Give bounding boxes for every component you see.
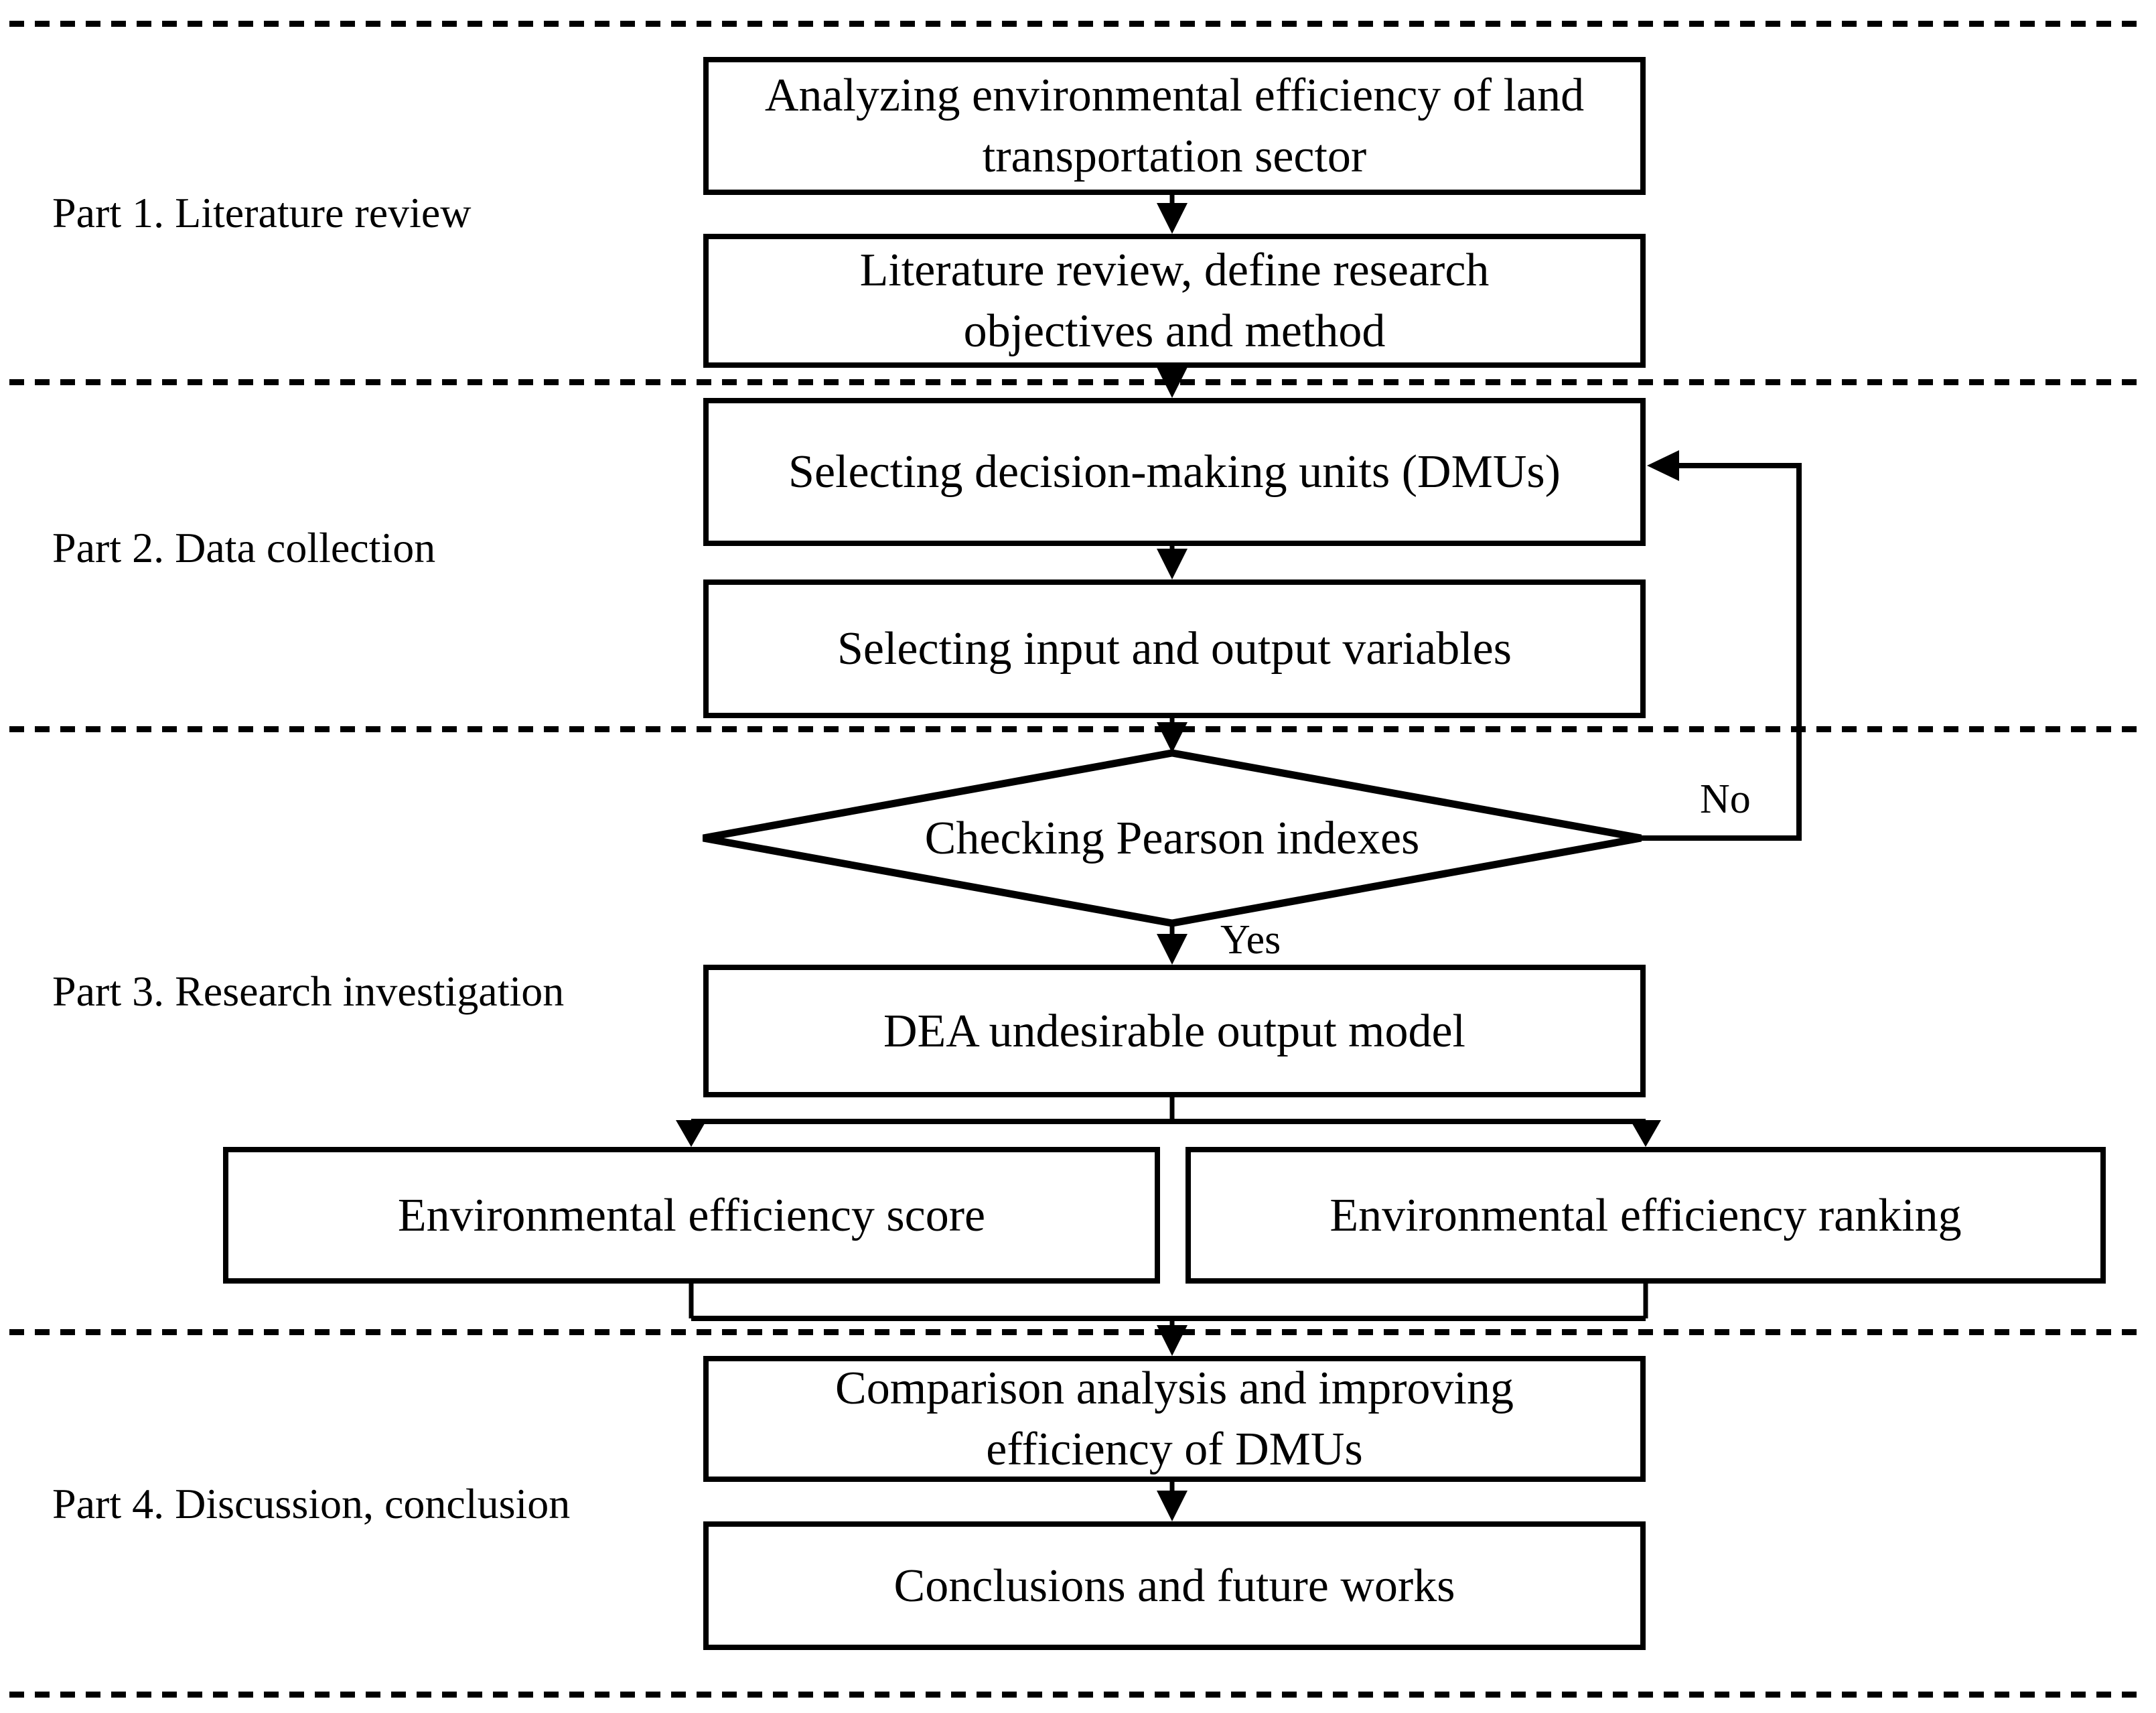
node-comparison-line2: efficiency of DMUs [986, 1424, 1363, 1475]
node-analyzing-line1: Analyzing environmental efficiency of la… [764, 70, 1585, 121]
part-divider-2-3 [9, 726, 2147, 732]
node-literature-line1: Literature review, define research [859, 245, 1490, 296]
node-dea-model-label: DEA undesirable output model [883, 1005, 1466, 1057]
edge-decision-no-feedback [1641, 463, 1802, 841]
node-efficiency-ranking: Environmental efficiency ranking [1185, 1147, 2106, 1284]
part-label-3: Part 3. Research investigation [52, 967, 565, 1015]
node-conclusions: Conclusions and future works [703, 1521, 1646, 1650]
part-divider-3-4 [9, 1329, 2147, 1335]
part-divider-top [9, 21, 2147, 27]
arrowhead-to-conclusions [1157, 1491, 1188, 1521]
node-selecting-vars-label: Selecting input and output variables [837, 623, 1512, 675]
node-literature-review: Literature review, define research objec… [703, 234, 1646, 368]
node-efficiency-score-label: Environmental efficiency score [397, 1189, 986, 1241]
node-conclusions-label: Conclusions and future works [893, 1560, 1455, 1612]
part-divider-bottom [9, 1692, 2147, 1698]
arrowhead-to-dea [1157, 934, 1188, 965]
part-label-4: Part 4. Discussion, conclusion [52, 1480, 571, 1527]
part-divider-1-2 [9, 379, 2147, 385]
edge-label-yes: Yes [1220, 917, 1281, 963]
node-analyzing-efficiency: Analyzing environmental efficiency of la… [703, 57, 1646, 195]
decision-checking-pearson: Checking Pearson indexes [703, 799, 1641, 879]
decision-checking-pearson-label: Checking Pearson indexes [924, 813, 1420, 864]
part-label-2: Part 2. Data collection [52, 524, 436, 571]
arrowhead-no-to-dmus [1647, 450, 1679, 481]
arrowhead-to-ranking [1630, 1120, 1661, 1147]
arrowhead-to-vars [1157, 549, 1188, 579]
node-selecting-dmus-label: Selecting decision-making units (DMUs) [788, 446, 1561, 498]
node-efficiency-score: Environmental efficiency score [223, 1147, 1160, 1284]
node-analyzing-line2: transportation sector [982, 131, 1367, 182]
arrowhead-to-decision [1157, 722, 1188, 753]
arrowhead-to-literature [1157, 203, 1188, 234]
node-efficiency-ranking-label: Environmental efficiency ranking [1329, 1189, 1962, 1241]
node-dea-model: DEA undesirable output model [703, 965, 1646, 1097]
arrowhead-to-score [676, 1120, 707, 1147]
node-selecting-dmus: Selecting decision-making units (DMUs) [703, 398, 1646, 546]
part-label-1: Part 1. Literature review [52, 189, 472, 236]
arrowhead-to-dmus [1157, 367, 1188, 398]
edge-label-no: No [1700, 776, 1751, 822]
arrowhead-to-comparison [1157, 1325, 1188, 1356]
node-literature-line2: objectives and method [963, 305, 1386, 357]
node-comparison-analysis: Comparison analysis and improving effici… [703, 1356, 1646, 1482]
node-comparison-line1: Comparison analysis and improving [835, 1363, 1514, 1414]
node-selecting-variables: Selecting input and output variables [703, 579, 1646, 718]
